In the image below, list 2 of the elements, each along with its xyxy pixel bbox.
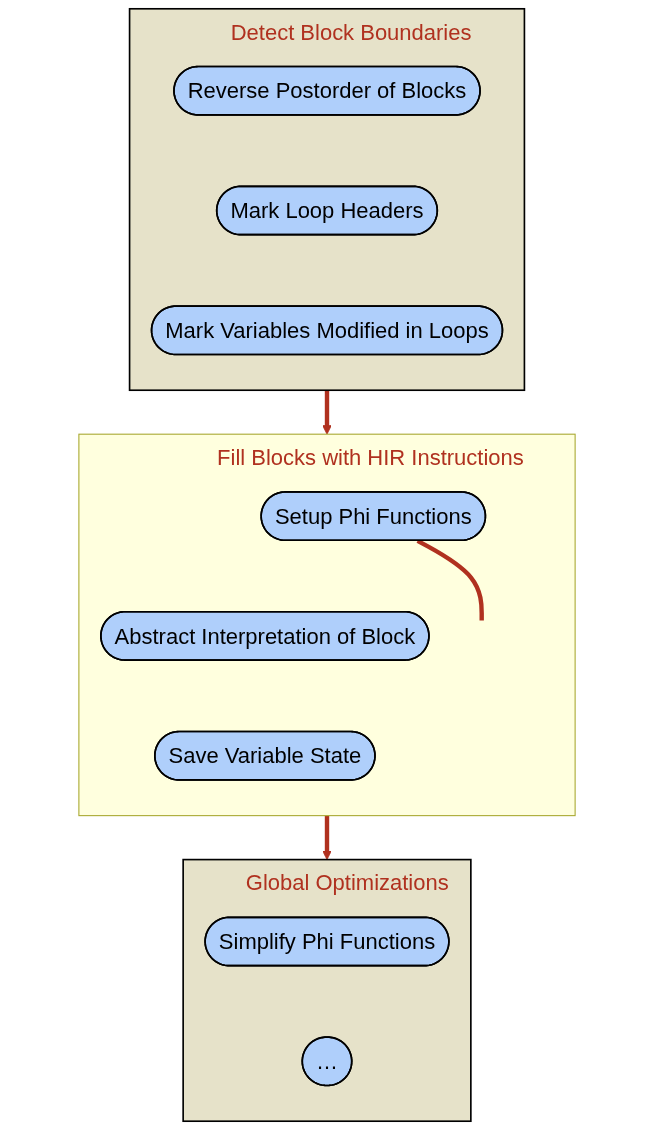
arrow	[322, 390, 332, 435]
arrow	[322, 815, 332, 861]
